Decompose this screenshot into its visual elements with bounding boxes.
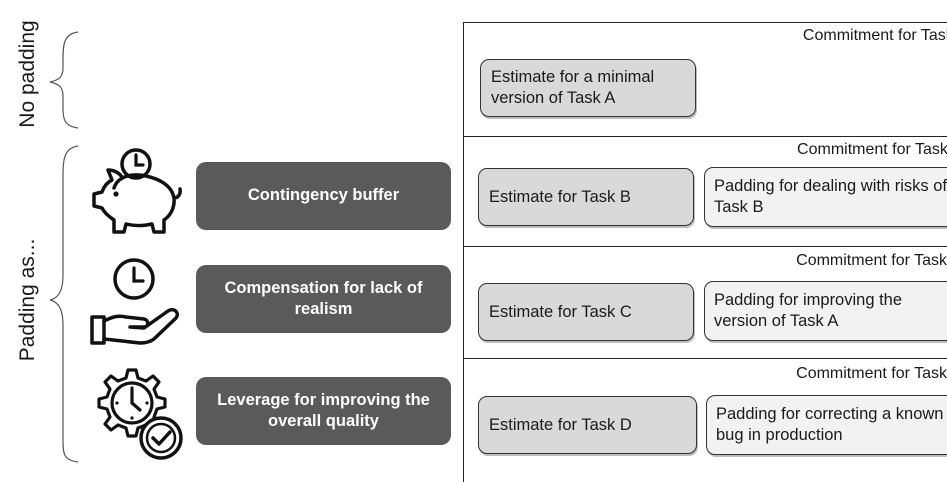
leverage-overall-quality-box: Leverage for improving the overall quali… [196, 377, 451, 445]
commitment-task-a: Commitment for Task A [802, 27, 947, 44]
padding-task-c: Padding for improving the version of Tas… [704, 281, 947, 341]
commitment-task-d: Commitment for Task D [796, 365, 947, 382]
padding-task-b: Padding for dealing with risks of Task B [704, 167, 947, 227]
estimate-task-a: Estimate for a minimal version of Task A [480, 59, 696, 117]
compensation-lack-of-realism-box: Compensation for lack of realism [196, 265, 451, 333]
no-padding-brace [49, 31, 79, 129]
padding-as-brace [49, 145, 79, 463]
piggy-bank-clock-icon [92, 148, 182, 234]
task-b-row: Commitment for Task B [463, 136, 947, 246]
commitment-grid [463, 22, 947, 482]
padding-task-d: Padding for correcting a known bug in pr… [706, 395, 947, 455]
task-c-row: Commitment for Task C [463, 246, 947, 358]
commitment-task-c: Commitment for Task C [796, 252, 947, 269]
hand-holding-clock-icon [90, 258, 180, 345]
task-a-row: Commitment for Task A [463, 22, 947, 136]
task-d-row: Commitment for Task D [463, 358, 947, 463]
brace-lines [49, 31, 79, 463]
estimate-task-c: Estimate for Task C [478, 283, 694, 341]
estimate-task-d: Estimate for Task D [478, 396, 697, 454]
estimate-task-b: Estimate for Task B [478, 168, 694, 226]
gear-clock-check-icon [97, 368, 183, 460]
contingency-buffer-box: Contingency buffer [196, 162, 451, 230]
commitment-task-b: Commitment for Task B [797, 141, 947, 158]
